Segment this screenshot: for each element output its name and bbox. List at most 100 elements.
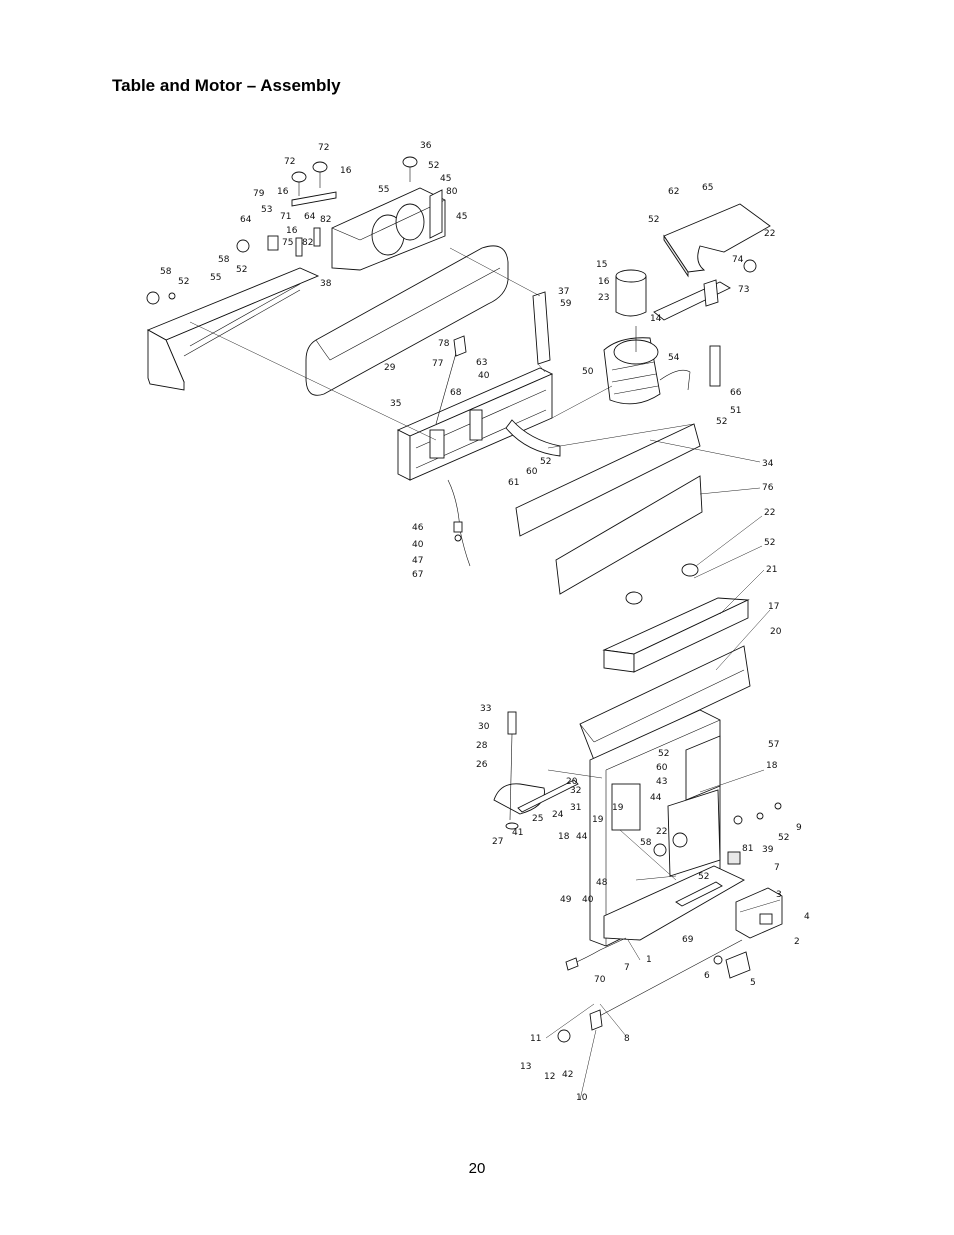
callout-16: 16	[286, 226, 298, 236]
callout-72: 72	[318, 143, 329, 153]
leader-lines	[189, 247, 781, 1101]
callout-66: 66	[730, 388, 742, 398]
motor-group	[603, 203, 771, 405]
callout-61: 61	[508, 478, 519, 488]
callout-70: 70	[594, 975, 606, 985]
callout-11: 11	[530, 1034, 541, 1044]
callout-35: 35	[390, 399, 401, 409]
callout-45: 45	[440, 174, 451, 184]
callout-4: 4	[804, 912, 810, 922]
callout-6: 6	[704, 971, 710, 981]
callout-76: 76	[762, 483, 774, 493]
knob-22	[743, 259, 757, 273]
callout-69: 69	[682, 935, 694, 945]
tilting-table-65	[663, 203, 771, 273]
knob-58	[146, 291, 160, 305]
callout-44: 44	[576, 832, 588, 842]
table-top-17	[579, 645, 751, 761]
callout-29: 29	[384, 363, 396, 373]
callout-22: 22	[656, 827, 667, 837]
platen-frame	[396, 291, 561, 481]
callout-25: 25	[532, 814, 543, 824]
platen-plate	[532, 291, 551, 365]
callout-18: 18	[558, 832, 570, 842]
callout-23: 23	[598, 293, 609, 303]
callout-45: 45	[456, 212, 467, 222]
callout-58: 58	[160, 267, 172, 277]
callout-52: 52	[648, 215, 659, 225]
callout-labels: 72 72 36 16 52 45 79 16 55 80 45 53 71 6…	[160, 141, 810, 1103]
extension-bar	[146, 267, 320, 341]
knob-72-a	[291, 171, 307, 183]
callout-67: 67	[412, 570, 423, 580]
callout-39: 39	[762, 845, 774, 855]
side-panel-57	[685, 735, 721, 801]
callout-55: 55	[210, 273, 221, 283]
callout-36: 36	[420, 141, 432, 151]
callout-58: 58	[218, 255, 230, 265]
callout-77: 77	[432, 359, 443, 369]
callout-75: 75	[282, 238, 293, 248]
knob-22-b	[681, 563, 699, 577]
callout-17: 17	[768, 602, 779, 612]
callout-16: 16	[598, 277, 610, 287]
callout-22: 22	[764, 508, 775, 518]
rod-66	[709, 345, 721, 387]
callout-78: 78	[438, 339, 450, 349]
table-extension-group	[146, 156, 446, 391]
base-1	[603, 865, 745, 941]
callout-44: 44	[650, 793, 662, 803]
bracket-80	[429, 189, 443, 239]
callout-52: 52	[764, 538, 775, 548]
callout-64: 64	[240, 215, 252, 225]
callout-41: 41	[512, 828, 523, 838]
callout-16: 16	[340, 166, 352, 176]
callout-82: 82	[302, 238, 313, 248]
callout-80: 80	[446, 187, 458, 197]
handle-33	[507, 711, 517, 735]
knob-58-b	[236, 239, 250, 253]
callout-32: 32	[570, 786, 581, 796]
callout-73: 73	[738, 285, 749, 295]
callout-2: 2	[794, 937, 800, 947]
callout-81: 81	[742, 844, 753, 854]
callout-72: 72	[284, 157, 295, 167]
belt-34	[515, 423, 701, 537]
callout-52: 52	[178, 277, 189, 287]
capacitor-box-5	[725, 951, 751, 979]
callout-64: 64	[304, 212, 316, 222]
callout-52: 52	[658, 749, 669, 759]
knob-72-b	[312, 161, 328, 173]
callout-65: 65	[702, 183, 713, 193]
callout-38: 38	[320, 279, 332, 289]
callout-63: 63	[476, 358, 487, 368]
callout-42: 42	[562, 1070, 573, 1080]
callout-9: 9	[796, 823, 802, 833]
callout-48: 48	[596, 878, 608, 888]
callout-33: 33	[480, 704, 491, 714]
callout-54: 54	[668, 353, 680, 363]
callout-53: 53	[261, 205, 272, 215]
belt-76	[555, 475, 703, 595]
callout-20: 20	[566, 777, 578, 787]
switch-box	[735, 887, 783, 939]
callout-60: 60	[526, 467, 538, 477]
callout-52: 52	[778, 833, 789, 843]
callout-21: 21	[766, 565, 777, 575]
callout-47: 47	[412, 556, 423, 566]
callout-20: 20	[770, 627, 782, 637]
callout-3: 3	[776, 890, 782, 900]
callout-7: 7	[774, 863, 780, 873]
callout-51: 51	[730, 406, 741, 416]
callout-52: 52	[698, 872, 709, 882]
callout-28: 28	[476, 741, 488, 751]
callout-8: 8	[624, 1034, 630, 1044]
callout-31: 31	[570, 803, 581, 813]
callout-19: 19	[592, 815, 604, 825]
page-title: Table and Motor – Assembly	[112, 76, 341, 95]
strain-relief-13	[557, 1029, 571, 1043]
callout-34: 34	[762, 459, 774, 469]
callout-19: 19	[612, 803, 624, 813]
callout-40: 40	[582, 895, 594, 905]
